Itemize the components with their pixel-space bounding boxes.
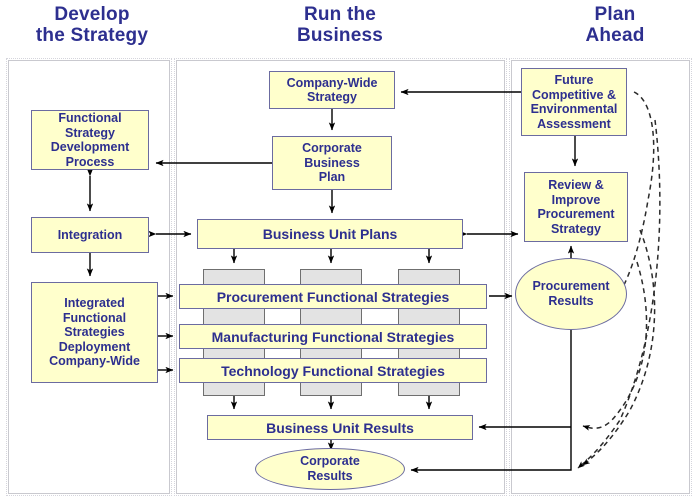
node-manufacturing-functional-strategies[interactable]: Manufacturing Functional Strategies: [179, 324, 487, 349]
wire-feedback-to-corporate-results: [410, 427, 572, 474]
node-corporate-results[interactable]: Corporate Results: [255, 448, 405, 490]
node-business-unit-results[interactable]: Business Unit Results: [207, 415, 473, 440]
node-review-improve-procurement-strategy[interactable]: Review & Improve Procurement Strategy: [524, 172, 628, 242]
node-business-unit-plans[interactable]: Business Unit Plans: [197, 219, 463, 249]
node-integrated-functional-strategies-deployment-company-wide[interactable]: Integrated Functional Strategies Deploym…: [31, 282, 158, 383]
node-integration[interactable]: Integration: [31, 217, 149, 253]
node-technology-functional-strategies[interactable]: Technology Functional Strategies: [179, 358, 487, 383]
column-heading-plan-ahead: Plan Ahead: [585, 4, 645, 46]
node-company-wide-strategy[interactable]: Company-Wide Strategy: [269, 71, 395, 109]
node-future-competitive-environmental-assessment[interactable]: Future Competitive & Environmental Asses…: [521, 68, 627, 136]
wire-dashed-corporate-results-to-fcea: [577, 119, 661, 469]
node-procurement-results[interactable]: Procurement Results: [515, 258, 627, 330]
node-corporate-business-plan[interactable]: Corporate Business Plan: [272, 136, 392, 190]
column-heading-develop-the-strategy: Develop the Strategy: [35, 4, 149, 46]
column-heading-run-the-business: Run the Business: [296, 4, 384, 46]
wire-dashed-bur-feedback: [582, 261, 648, 431]
node-procurement-functional-strategies[interactable]: Procurement Functional Strategies: [179, 284, 487, 309]
wire-dashed-fcea-feedback: [613, 91, 655, 301]
node-functional-strategy-development-process[interactable]: Functional Strategy Development Process: [31, 110, 149, 170]
wire-dashed-rips-feedback: [582, 229, 656, 466]
